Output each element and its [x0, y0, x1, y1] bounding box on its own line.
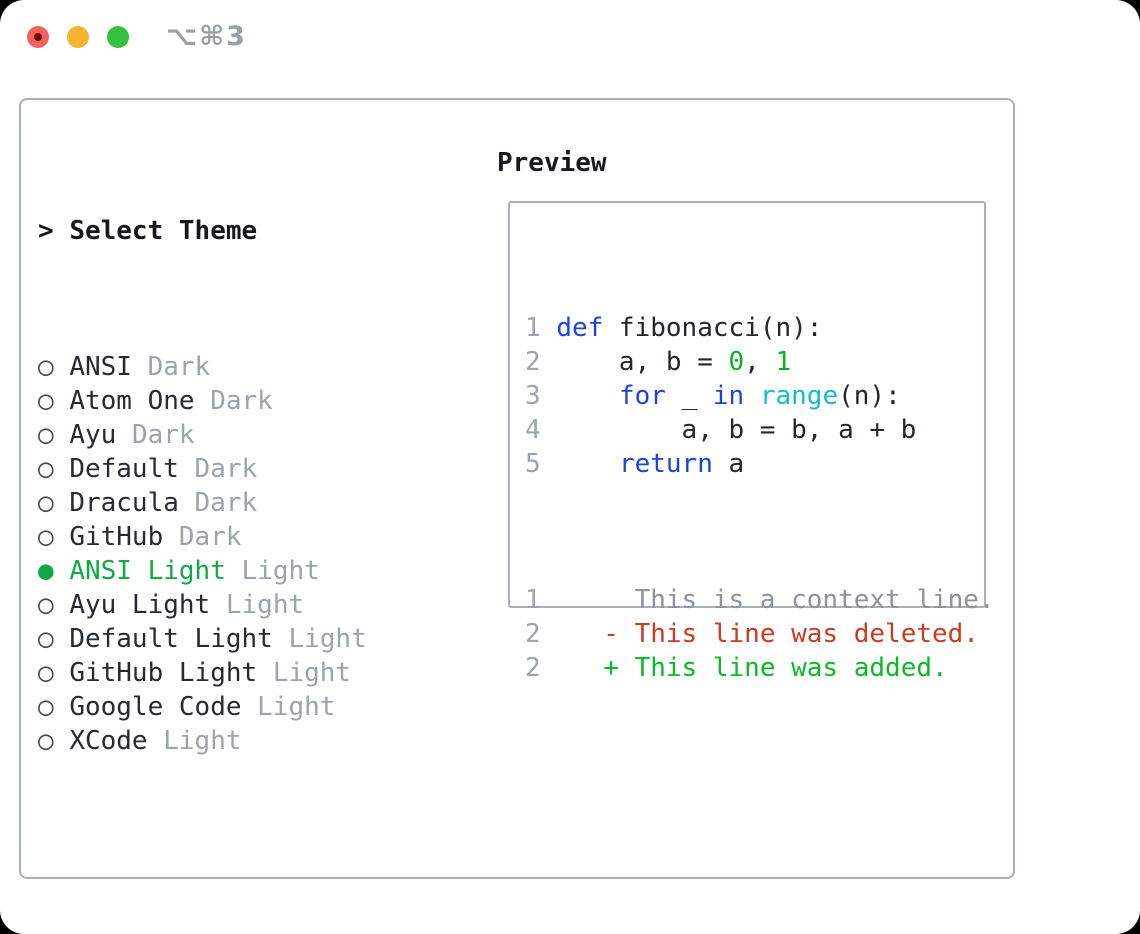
theme-option[interactable]: ○ GitHub Light Light	[38, 656, 476, 690]
code-line: 5 return a	[525, 449, 745, 479]
theme-option[interactable]: ○ Default Light Light	[38, 622, 476, 656]
code-block: 1 def fibonacci(n): 2 a, b = 0, 1 3 for _ …	[525, 311, 995, 481]
theme-name: Dracula	[69, 488, 179, 518]
theme-variant: Light	[225, 590, 305, 620]
theme-name: Default	[69, 454, 179, 484]
theme-variant: Dark	[210, 386, 273, 416]
theme-list: ○ ANSI Dark○ Atom One Dark○ Ayu Dark○ De…	[38, 350, 476, 758]
zoom-button[interactable]	[107, 26, 129, 48]
preview-title: Preview	[497, 148, 607, 178]
theme-name: ANSI	[69, 352, 132, 382]
preview-pane: 1 def fibonacci(n): 2 a, b = 0, 1 3 for _ …	[508, 201, 995, 683]
radio-icon: ○	[38, 420, 54, 450]
theme-variant: Dark	[194, 454, 258, 484]
theme-name: Atom One	[69, 386, 195, 416]
theme-option[interactable]: ○ ANSI Dark	[38, 350, 476, 384]
theme-variant: Dark	[131, 420, 195, 450]
radio-icon: ○	[38, 692, 54, 722]
theme-name: Google Code	[69, 692, 242, 722]
close-dot-icon	[34, 33, 42, 41]
left-column: > Select Theme ○ ANSI Dark○ Atom One Dar…	[38, 146, 476, 934]
theme-option[interactable]: ○ Ayu Light Light	[38, 588, 476, 622]
code-line: 2 a, b = 0, 1	[525, 347, 792, 377]
theme-option[interactable]: ○ GitHub Dark	[38, 520, 476, 554]
radio-icon: ○	[38, 454, 54, 484]
theme-variant: Light	[257, 692, 336, 722]
radio-icon: ○	[38, 522, 54, 552]
diff-block: 1 This is a context line. 2 - This line w…	[525, 583, 995, 685]
apply-to-block: Apply To ● User Settings○ Workspace Sett…	[38, 894, 476, 934]
radio-icon: ○	[38, 590, 54, 620]
theme-option[interactable]: ○ Dracula Dark	[38, 486, 476, 520]
theme-variant: Light	[288, 624, 367, 654]
theme-option[interactable]: ○ Google Code Light	[38, 690, 476, 724]
theme-variant: Dark	[194, 488, 258, 518]
theme-variant: Light	[272, 658, 352, 688]
minimize-button[interactable]	[67, 26, 89, 48]
close-button[interactable]	[27, 26, 49, 48]
preview-content: 1 def fibonacci(n): 2 a, b = 0, 1 3 for _ …	[525, 243, 995, 753]
radio-icon: ○	[38, 726, 54, 756]
code-line: 1 def fibonacci(n):	[525, 313, 823, 343]
theme-option[interactable]: ○ XCode Light	[38, 724, 476, 758]
radio-selected-icon: ●	[38, 556, 54, 586]
theme-variant: Light	[241, 556, 320, 586]
theme-name: GitHub	[69, 522, 164, 552]
radio-icon: ○	[38, 658, 54, 688]
code-line: 3 for _ in range(n):	[525, 381, 901, 411]
theme-option[interactable]: ● ANSI Light Light	[38, 554, 476, 588]
diff-line: 2 + This line was added.	[525, 653, 948, 683]
theme-name: ANSI Light	[69, 556, 226, 586]
theme-list-title: Select Theme	[69, 216, 258, 246]
theme-name: Ayu	[69, 420, 117, 450]
theme-name: GitHub Light	[69, 658, 258, 688]
theme-option[interactable]: ○ Default Dark	[38, 452, 476, 486]
theme-option[interactable]: ○ Ayu Dark	[38, 418, 476, 452]
theme-variant: Dark	[147, 352, 211, 382]
radio-icon: ○	[38, 488, 54, 518]
theme-name: Default Light	[69, 624, 273, 654]
radio-icon: ○	[38, 386, 54, 416]
theme-variant: Light	[163, 726, 242, 756]
diff-line: 2 - This line was deleted.	[525, 619, 979, 649]
theme-name: Ayu Light	[69, 590, 211, 620]
code-line: 4 a, b = b, a + b	[525, 415, 917, 445]
theme-option[interactable]: ○ Atom One Dark	[38, 384, 476, 418]
diff-line: 1 This is a context line.	[525, 585, 995, 615]
radio-icon: ○	[38, 624, 54, 654]
radio-icon: ○	[38, 352, 54, 382]
theme-selector-panel: > Select Theme ○ ANSI Dark○ Atom One Dar…	[19, 98, 1015, 879]
theme-variant: Dark	[178, 522, 242, 552]
theme-list-header: > Select Theme	[38, 214, 476, 248]
window-shortcut-title: ⌥⌘3	[166, 21, 247, 52]
prompt-icon: >	[38, 216, 54, 246]
theme-name: XCode	[69, 726, 148, 756]
